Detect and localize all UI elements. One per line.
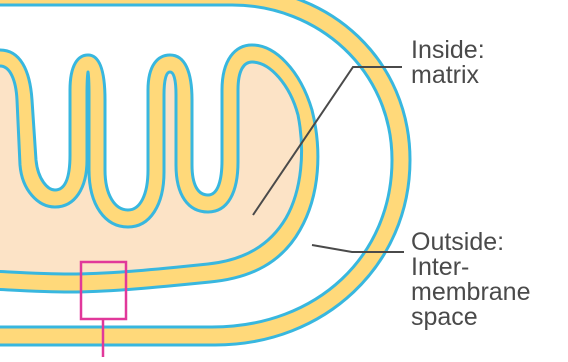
matrix-label-line-1: Inside: <box>411 38 485 63</box>
ims-label-line-1: Outside: <box>411 230 531 255</box>
ims-label-line-2: Inter- <box>411 255 531 280</box>
ims-label-line-4: space <box>411 305 531 330</box>
matrix-label-line-2: matrix <box>411 63 485 88</box>
intermembrane-space-label: Outside: Inter- membrane space <box>411 230 531 330</box>
ims-label-line-3: membrane <box>411 280 531 305</box>
matrix-label: Inside: matrix <box>411 38 485 88</box>
